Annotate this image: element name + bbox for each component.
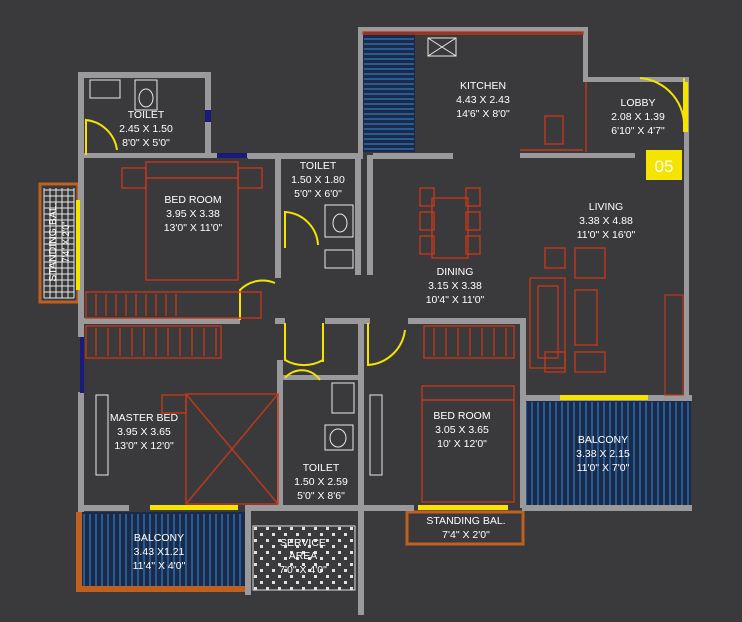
unit-badge-text: 05	[655, 157, 674, 176]
balcony1-metric: 3.38 X 2.15	[576, 448, 630, 460]
service-imperial: 7'0" X 4'0"	[279, 564, 327, 576]
bedroom2-name: BED ROOM	[433, 410, 490, 422]
kitchen-imperial: 14'6" X 8'0"	[456, 108, 510, 120]
living-imperial: 11'0" X 16'0"	[577, 229, 636, 241]
bedroom1-metric: 3.95 X 3.38	[166, 208, 220, 220]
doors	[85, 77, 686, 381]
balcony1-name: BALCONY	[578, 434, 628, 446]
balcony2-metric: 3.43 X1.21	[134, 546, 185, 558]
toilet1-imperial: 8'0" X 5'0"	[122, 137, 170, 149]
standing2-name: STANDING BAL.	[47, 202, 59, 281]
furniture	[85, 31, 684, 505]
toilet2-name: TOILET	[300, 160, 337, 172]
lobby-imperial: 6'10" X 4'7"	[611, 125, 665, 137]
living-name: LIVING	[589, 201, 623, 213]
kitchen-metric: 4.43 X 2.43	[456, 94, 510, 106]
lobby-metric: 2.08 X 1.39	[611, 111, 665, 123]
toilet2-metric: 1.50 X 1.80	[291, 174, 345, 186]
balcony1-imperial: 11'0" X 7'0"	[577, 462, 630, 474]
kitchen-name: KITCHEN	[460, 80, 506, 92]
standing-balcony-left	[43, 188, 75, 299]
lobby-name: LOBBY	[620, 97, 655, 109]
bedroom1-name: BED ROOM	[164, 194, 221, 206]
master-metric: 3.95 X 3.65	[117, 426, 171, 438]
service-name1: SERVICE	[280, 537, 326, 549]
living-metric: 3.38 X 4.88	[579, 215, 633, 227]
dining-metric: 3.15 X 3.38	[428, 280, 482, 292]
dining-imperial: 10'4" X 11'0"	[426, 294, 485, 306]
bedroom2-metric: 3.05 X 3.65	[435, 424, 489, 436]
master-name: MASTER BED	[110, 412, 179, 424]
toilet3-imperial: 5'0" X 8'6"	[297, 490, 345, 502]
toilet3-metric: 1.50 X 2.59	[294, 476, 348, 488]
unit-badge: 05	[646, 150, 682, 180]
standing1-imperial: 7'4" X 2'0"	[442, 529, 490, 541]
dining-name: DINING	[437, 266, 474, 278]
bedroom1-imperial: 13'0" X 11'0"	[164, 222, 223, 234]
toilet3-name: TOILET	[303, 462, 340, 474]
balcony-left-grid	[80, 512, 245, 590]
room-labels: TOILET 2.45 X 1.50 8'0" X 5'0" KITCHEN 4…	[47, 80, 665, 576]
windows	[76, 82, 688, 510]
service-name2: AREA	[289, 550, 318, 562]
bedroom2-imperial: 10' X 12'0"	[437, 438, 487, 450]
balcony2-name: BALCONY	[134, 532, 184, 544]
kitchen-duct-grid	[363, 32, 415, 152]
standing1-name: STANDING BAL.	[426, 515, 505, 527]
master-imperial: 13'0" X 12'0"	[114, 440, 174, 452]
balcony-right-grid	[523, 400, 691, 510]
service-area-pattern	[252, 525, 356, 591]
balcony2-imperial: 11'4" X 4'0"	[133, 560, 186, 572]
toilet1-metric: 2.45 X 1.50	[119, 123, 173, 135]
standing2-imperial: 7'4" X 2'0"	[61, 222, 71, 263]
toilet2-imperial: 5'0" X 6'0"	[294, 188, 342, 200]
toilet1-name: TOILET	[128, 109, 165, 121]
